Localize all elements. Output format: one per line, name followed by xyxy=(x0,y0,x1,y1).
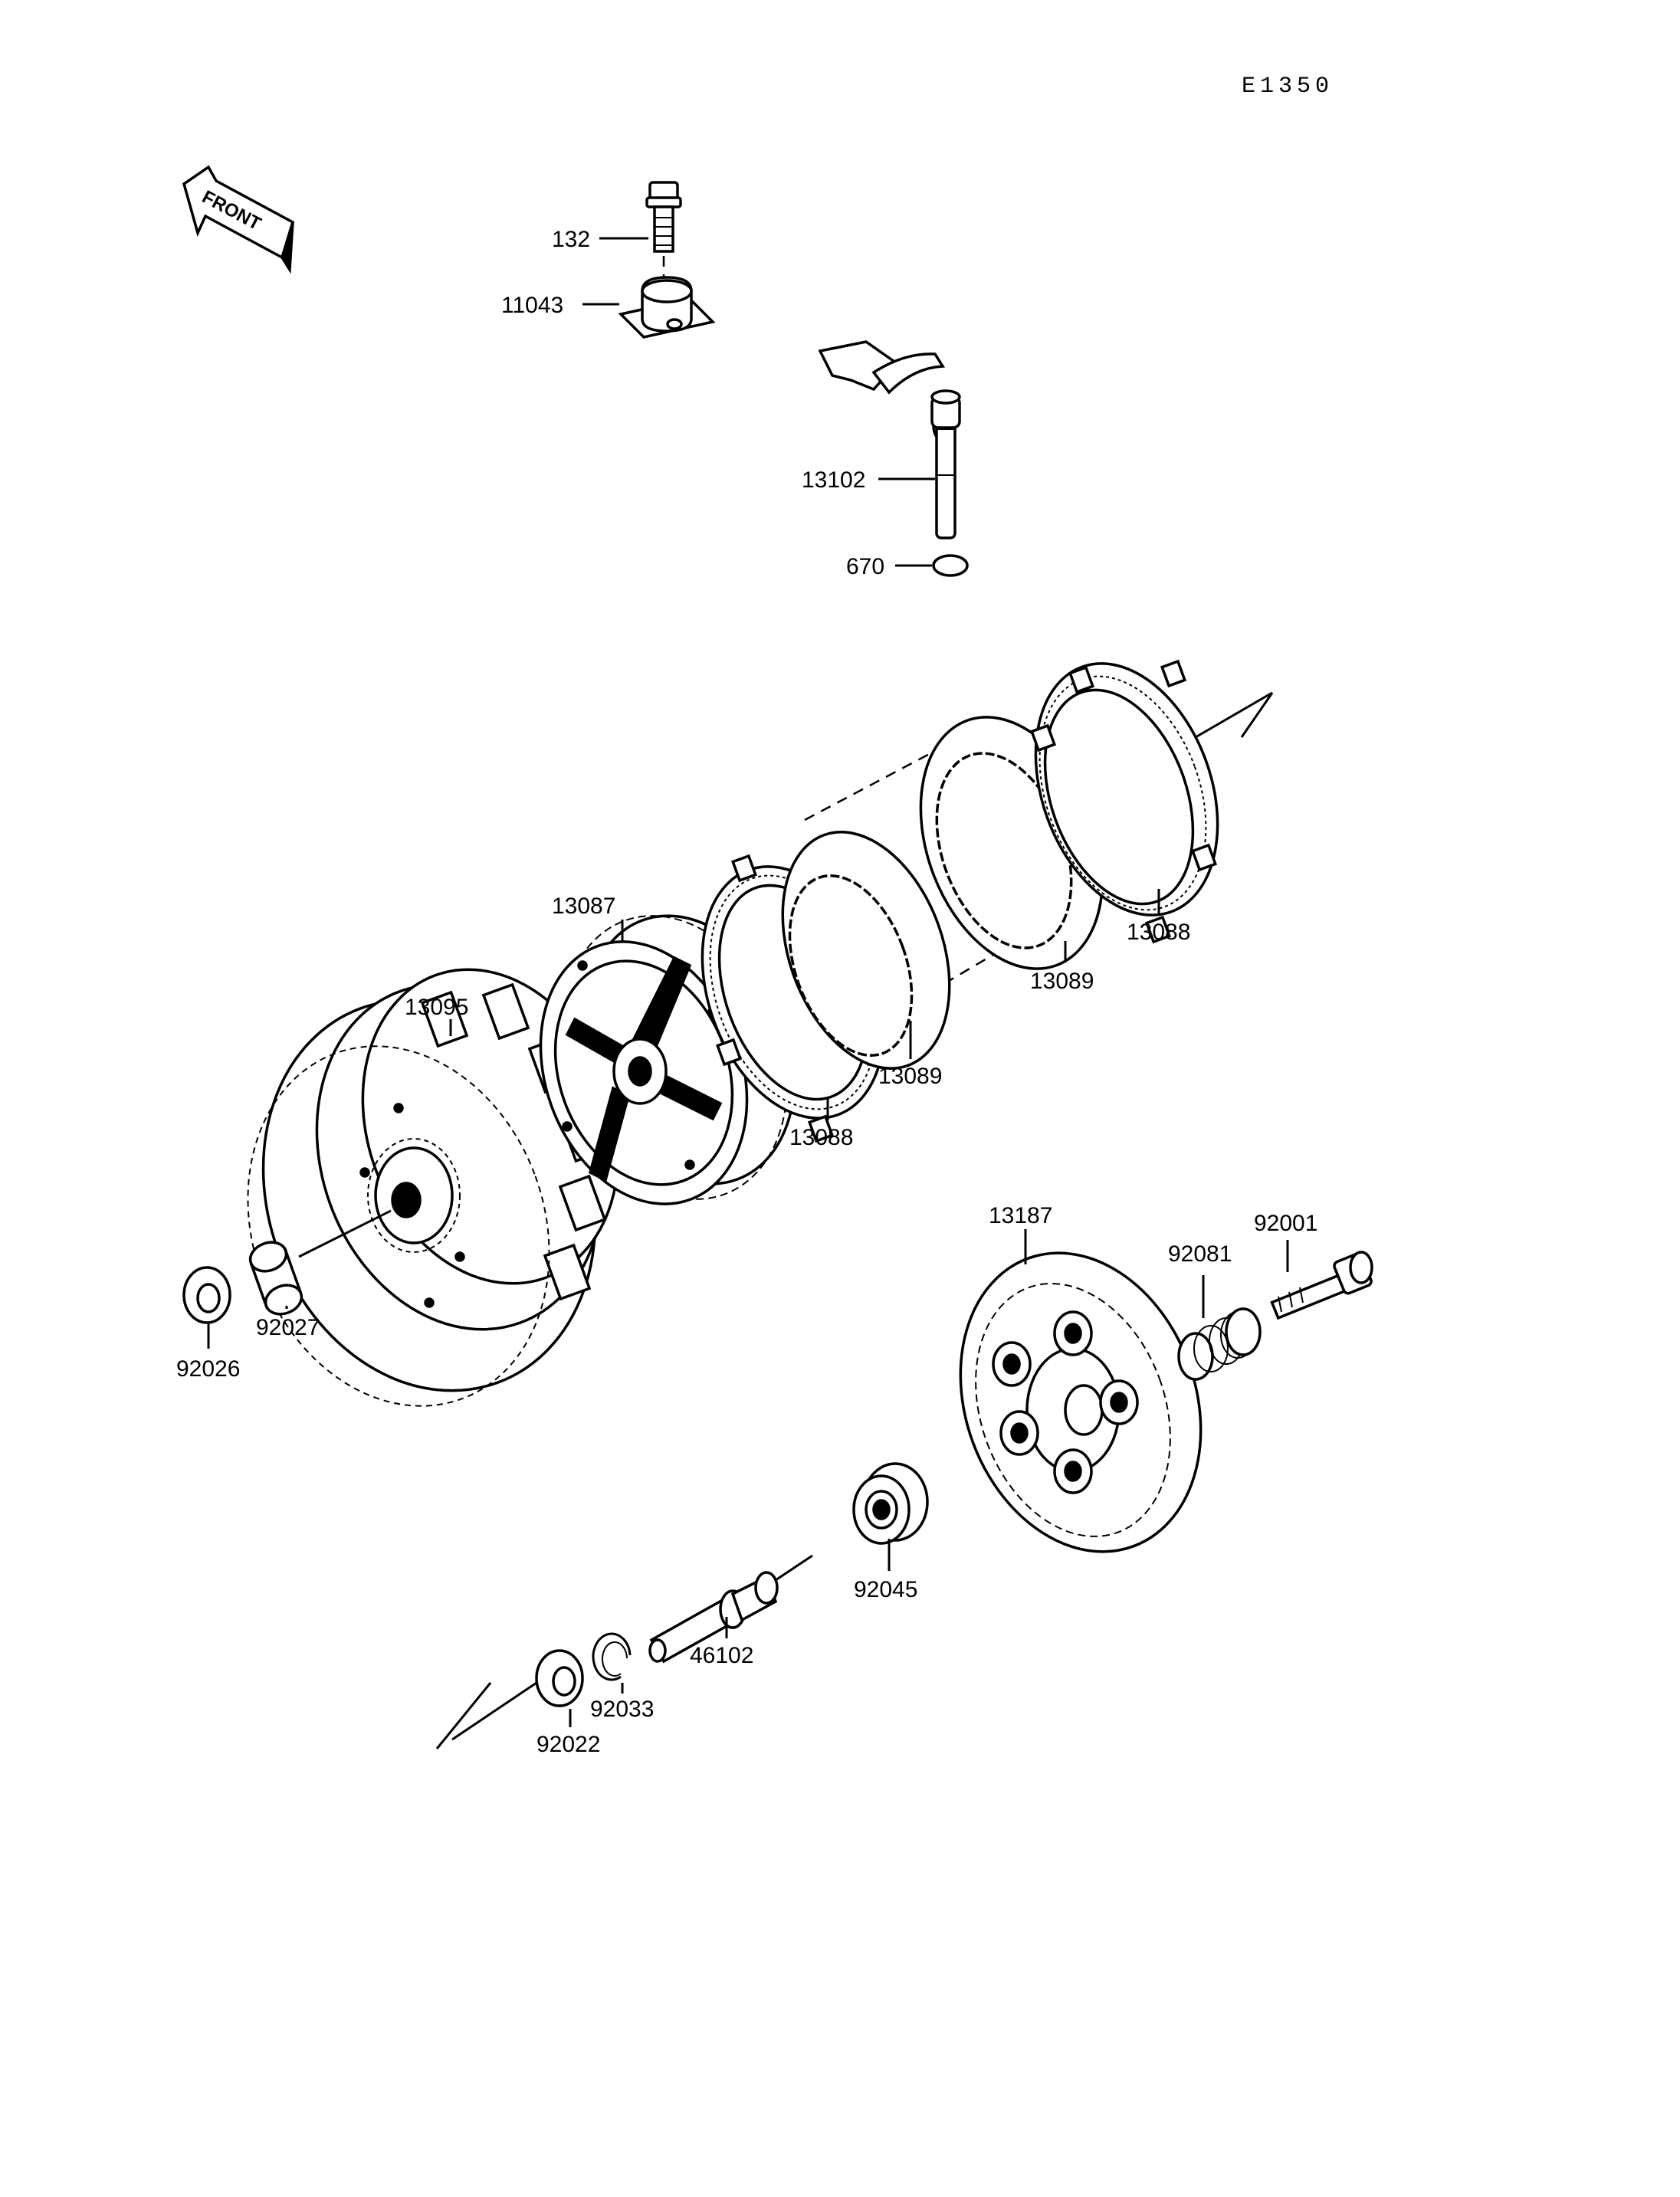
part-label: 132 xyxy=(552,227,590,252)
bolt-92001 xyxy=(1270,1251,1373,1320)
part-label: 11043 xyxy=(501,293,563,318)
part-label: 13102 xyxy=(802,467,865,493)
part-label: 92045 xyxy=(854,1577,917,1602)
part-label: 13087 xyxy=(552,894,615,919)
spring-92081 xyxy=(1177,1307,1262,1381)
diagram-code: E1350 xyxy=(1242,74,1334,100)
collar-92027 xyxy=(248,1241,304,1316)
part-label: 92033 xyxy=(590,1697,654,1722)
pressure-plate-13187 xyxy=(959,1251,1203,1553)
clutch-hub-13087 xyxy=(539,914,796,1205)
part-label: 92022 xyxy=(536,1732,600,1757)
washer-92026 xyxy=(182,1266,231,1324)
part-labels: 132 11043 13102 670 13087 13095 13088 13… xyxy=(176,227,1317,1757)
part-label: 92001 xyxy=(1254,1211,1317,1236)
part-label: 13088 xyxy=(789,1125,853,1150)
bolt-132 xyxy=(645,181,682,285)
part-label: 13089 xyxy=(878,1064,942,1089)
part-label: 670 xyxy=(846,554,884,579)
front-arrow-icon: FRONT xyxy=(182,165,295,274)
axis-arrow-top xyxy=(1240,692,1274,738)
stack-line-upper xyxy=(804,749,936,821)
axis-arrow-bottom xyxy=(435,1682,492,1749)
part-label: 13089 xyxy=(1030,969,1094,994)
part-label: 46102 xyxy=(690,1643,753,1668)
part-label: 13088 xyxy=(1127,920,1190,945)
part-label: 92081 xyxy=(1168,1241,1232,1267)
leader-lines xyxy=(207,237,1289,1727)
o-ring-670 xyxy=(932,554,969,577)
axis-line-top xyxy=(1195,691,1273,739)
washer-92022 xyxy=(535,1649,584,1707)
part-label: 13187 xyxy=(989,1203,1052,1228)
push-rod-46102 xyxy=(648,1554,813,1664)
part-label: 92027 xyxy=(256,1315,320,1340)
bearing-92045 xyxy=(852,1462,929,1545)
clamp-11043 xyxy=(618,276,716,339)
part-label: 92026 xyxy=(176,1356,240,1382)
release-shaft-13102 xyxy=(818,340,961,539)
axis-line-bottom xyxy=(451,1681,537,1741)
axis-line-housing xyxy=(298,1209,392,1258)
friction-plate-13088-right xyxy=(1029,659,1219,944)
circlip-92033 xyxy=(592,1632,632,1681)
clutch-housing-13095 xyxy=(247,968,620,1407)
part-label: 13095 xyxy=(405,995,468,1020)
steel-plate-13089-left xyxy=(781,831,951,1070)
